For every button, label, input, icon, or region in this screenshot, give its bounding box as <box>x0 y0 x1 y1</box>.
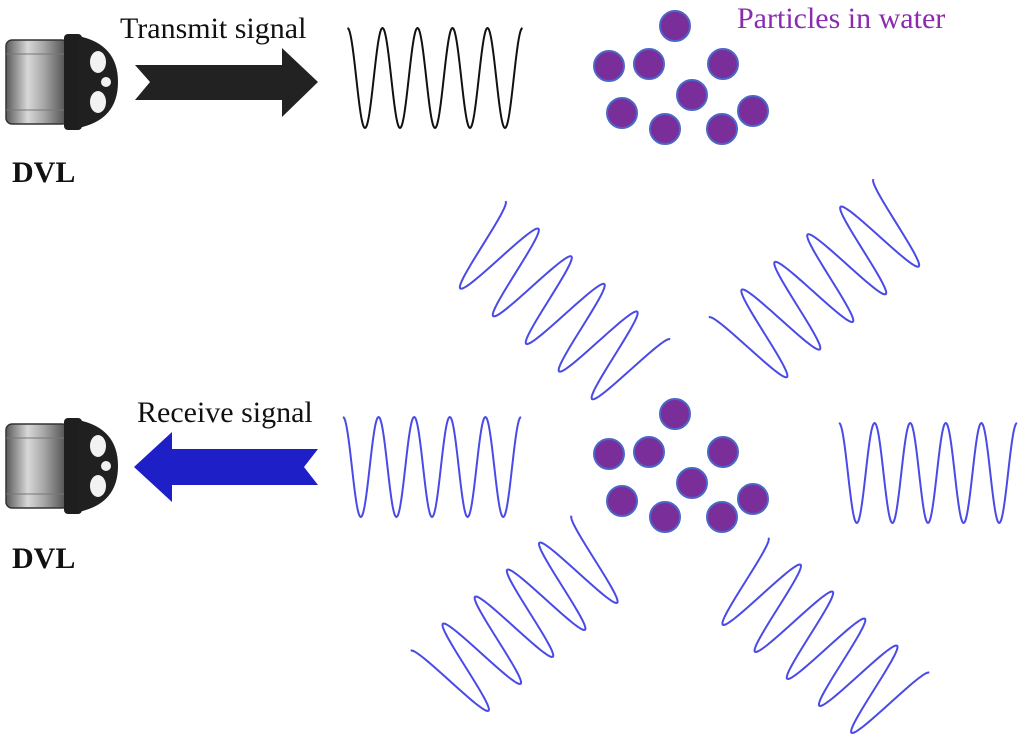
bottom-particle <box>707 436 739 468</box>
receive-section: DVL Receive signal <box>5 178 1018 735</box>
top-particle <box>633 48 665 80</box>
top-particle <box>593 50 625 82</box>
bottom-particle <box>649 501 681 533</box>
particles-cluster-top <box>593 10 769 145</box>
dvl-device-top-icon <box>5 33 119 131</box>
receive-arrow-icon <box>134 432 318 502</box>
top-particle <box>606 97 638 129</box>
wave-upper-left <box>458 200 671 401</box>
wave-receive <box>342 415 522 519</box>
bottom-particle <box>659 398 691 430</box>
particles-cluster-bottom <box>593 398 769 533</box>
top-particle <box>659 10 691 42</box>
transmit-wave-path <box>346 26 524 130</box>
wave-lower-left <box>410 515 619 713</box>
wave-upper-right <box>708 178 921 379</box>
transmit-wave <box>346 26 524 130</box>
bottom-particle <box>706 501 738 533</box>
wave-right <box>838 421 1018 525</box>
top-particle <box>706 113 738 145</box>
top-particle <box>649 113 681 145</box>
top-particle <box>707 48 739 80</box>
bottom-particle <box>593 438 625 470</box>
bottom-particle <box>633 436 665 468</box>
bottom-particle <box>606 485 638 517</box>
scattered-waves <box>342 178 1018 735</box>
receive-signal-label: Receive signal <box>137 396 313 429</box>
top-particle <box>737 95 769 127</box>
transmit-arrow-icon <box>135 48 318 117</box>
bottom-particle <box>737 483 769 515</box>
dvl-label-top: DVL <box>12 156 75 189</box>
top-particle <box>676 79 708 111</box>
wave-lower-right <box>721 537 930 735</box>
dvl-label-bottom: DVL <box>12 542 75 575</box>
bottom-particle <box>676 467 708 499</box>
transmit-section: DVL Transmit signal Particles in water <box>5 2 945 189</box>
transmit-signal-label: Transmit signal <box>120 12 306 45</box>
dvl-device-bottom-icon <box>5 417 119 515</box>
particles-label: Particles in water <box>737 2 945 35</box>
